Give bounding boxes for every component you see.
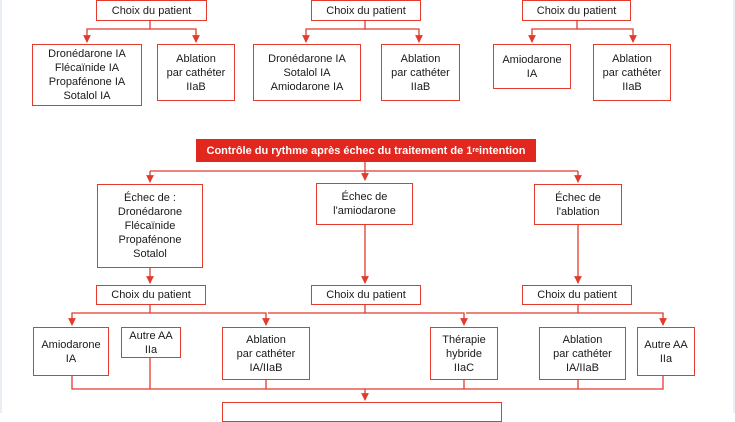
choice-box-top-3: Choix du patient [522, 0, 631, 21]
failure-box-amiodarone: Échec de l'amiodarone [316, 183, 413, 225]
therapy-box-top-3-amiodarone: Amiodarone IA [493, 44, 571, 89]
therapy-box-top-1-ablation: Ablation par cathéter IIaB [157, 44, 235, 101]
connector-lines [68, 21, 667, 401]
choice-box-top-2: Choix du patient [311, 0, 421, 21]
choice-box-bottom-2: Choix du patient [311, 285, 421, 305]
banner-suffix: intention [479, 144, 526, 157]
therapy-box-top-2-drugs: Dronédarone IA Sotalol IA Amiodarone IA [253, 44, 361, 101]
figure-frame [0, 0, 735, 413]
choice-box-bottom-1: Choix du patient [96, 285, 206, 305]
cutoff-box-bottom [222, 402, 502, 422]
choice-box-bottom-3: Choix du patient [522, 285, 632, 305]
failure-box-drugs: Échec de : Dronédarone Flécaïnide Propaf… [97, 184, 203, 268]
therapy-box-top-3-ablation: Ablation par cathéter IIaB [593, 44, 671, 101]
therapy-box-top-2-ablation: Ablation par cathéter IIaB [381, 44, 460, 101]
banner-text: Contrôle du rythme après échec du traite… [206, 144, 473, 157]
rhythm-control-banner: Contrôle du rythme après échec du traite… [196, 139, 536, 162]
option-box-ablation-left: Ablation par cathéter IA/IIaB [222, 327, 310, 380]
choice-box-top-1: Choix du patient [96, 0, 207, 21]
option-box-ablation-right: Ablation par cathéter IA/IIaB [539, 327, 626, 380]
failure-box-ablation: Échec de l'ablation [534, 184, 622, 225]
option-box-amiodarone: Amiodarone IA [33, 327, 109, 376]
option-box-autre-aa-left: Autre AA IIa [121, 327, 181, 358]
option-box-therapie-hybride: Thérapie hybride IIaC [430, 327, 498, 380]
option-box-autre-aa-right: Autre AA IIa [637, 327, 695, 376]
therapy-box-top-1-drugs: Dronédarone IA Flécaïnide IA Propafénone… [32, 44, 142, 106]
